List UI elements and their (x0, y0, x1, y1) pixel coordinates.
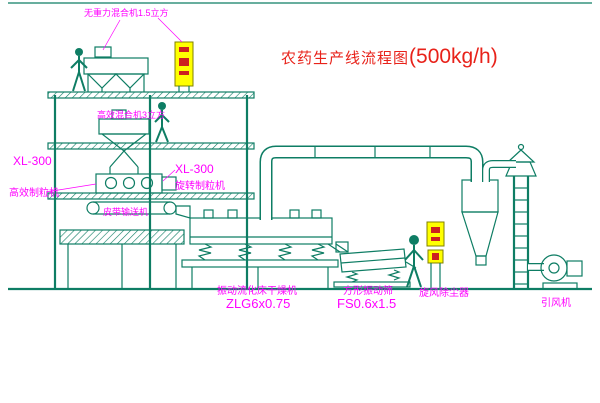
label-belt-conveyor: 皮带输送机 (103, 207, 149, 217)
label-granulator-mid: 旋转制粒机 (175, 181, 225, 192)
building-frame (47, 91, 255, 289)
cyclone-separator (461, 179, 499, 266)
label-dryer-name: 振动流化床干燥机 (217, 286, 297, 297)
gravity-mixer (83, 46, 149, 92)
label-gravity-mixer: 无重力混合机1.5立方 (84, 8, 169, 18)
fluid-bed-dryer (181, 209, 349, 289)
label-dryer-model: ZLG6x0.75 (226, 296, 291, 311)
label-fan: 引风机 (541, 298, 571, 309)
label-high-mixer: 高效混合机3立方 (97, 110, 166, 120)
feed-chute (175, 205, 191, 219)
label-granulator-left: 高效制粒机 (9, 188, 59, 199)
title-text: 农药生产线流程图 (281, 50, 410, 67)
label-leader-lines (45, 17, 183, 193)
high-efficiency-mixer (98, 109, 150, 174)
rotary-granulator (95, 173, 177, 194)
exhaust-duct (259, 145, 484, 220)
title-capacity: (500kg/h) (409, 45, 498, 68)
worker-figure-floor2 (154, 102, 170, 143)
worker-figure-ground (404, 235, 424, 288)
label-xl300-mid: XL-300 (175, 162, 214, 176)
draft-fan (528, 254, 583, 290)
base-platform (59, 229, 185, 289)
label-sieve-model: FS0.6x1.5 (337, 296, 397, 311)
control-panel-feed (174, 41, 194, 92)
worker-figure-roof (70, 48, 88, 92)
label-xl300-left: XL-300 (13, 154, 52, 168)
label-sieve-name: 方形振动筛 (343, 286, 393, 297)
control-panel-cyclone (426, 221, 445, 289)
label-cyclone: 旋风除尘器 (419, 288, 469, 299)
vibrating-sieve (333, 241, 417, 288)
drawing-title: 农药生产线流程图(500kg/h) (281, 45, 498, 69)
cyclone-outlet-pipe (482, 160, 516, 182)
